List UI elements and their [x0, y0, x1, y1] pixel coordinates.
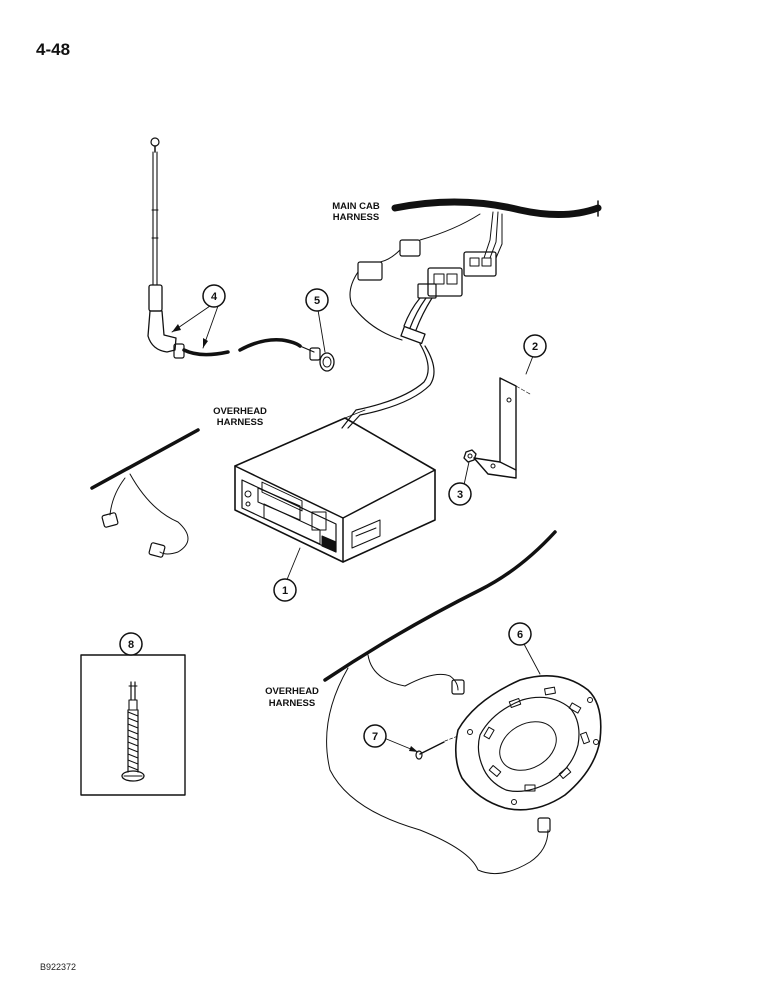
callout-1: 1 [273, 578, 297, 602]
callout-1-number: 1 [282, 585, 288, 597]
overhead-lower-label-line1: OVERHEAD [265, 686, 319, 697]
antenna-cable [238, 337, 335, 372]
callout-3-number: 3 [457, 489, 463, 501]
inset-box [80, 654, 186, 796]
callout-8: 8 [119, 632, 143, 656]
callout-4-number: 4 [211, 291, 218, 303]
overhead-lower-label-line2: HARNESS [269, 698, 315, 709]
callout-6: 6 [508, 622, 532, 646]
screw-7 [415, 735, 459, 760]
callout-3: 3 [448, 482, 472, 506]
mounting-bracket [473, 377, 531, 479]
overhead-harness-lower [323, 530, 557, 875]
callout-5-number: 5 [314, 295, 320, 307]
callout-4: 4 [202, 284, 226, 308]
main-cab-harness [341, 198, 602, 429]
radio-unit [234, 409, 436, 563]
callout-5: 5 [305, 288, 329, 312]
callout-7: 7 [363, 724, 387, 748]
callout-leaders [171, 305, 541, 753]
overhead-upper-label-line1: OVERHEAD [213, 406, 267, 417]
callout-2-number: 2 [532, 341, 538, 353]
figure-code: B922372 [40, 962, 77, 972]
nut [463, 449, 477, 463]
speaker [454, 674, 602, 811]
callout-6-number: 6 [517, 629, 523, 641]
page-number: 4-48 [36, 40, 71, 59]
main-cab-label-line1: MAIN CAB [332, 201, 380, 212]
callout-7-number: 7 [372, 731, 378, 743]
main-cab-label-line2: HARNESS [333, 212, 379, 223]
overhead-upper-label-line2: HARNESS [217, 417, 263, 428]
callout-2: 2 [523, 334, 547, 358]
callout-arrowheads [172, 324, 418, 752]
callout-8-number: 8 [128, 639, 134, 651]
overhead-harness-upper [90, 428, 200, 558]
antenna [147, 137, 230, 359]
